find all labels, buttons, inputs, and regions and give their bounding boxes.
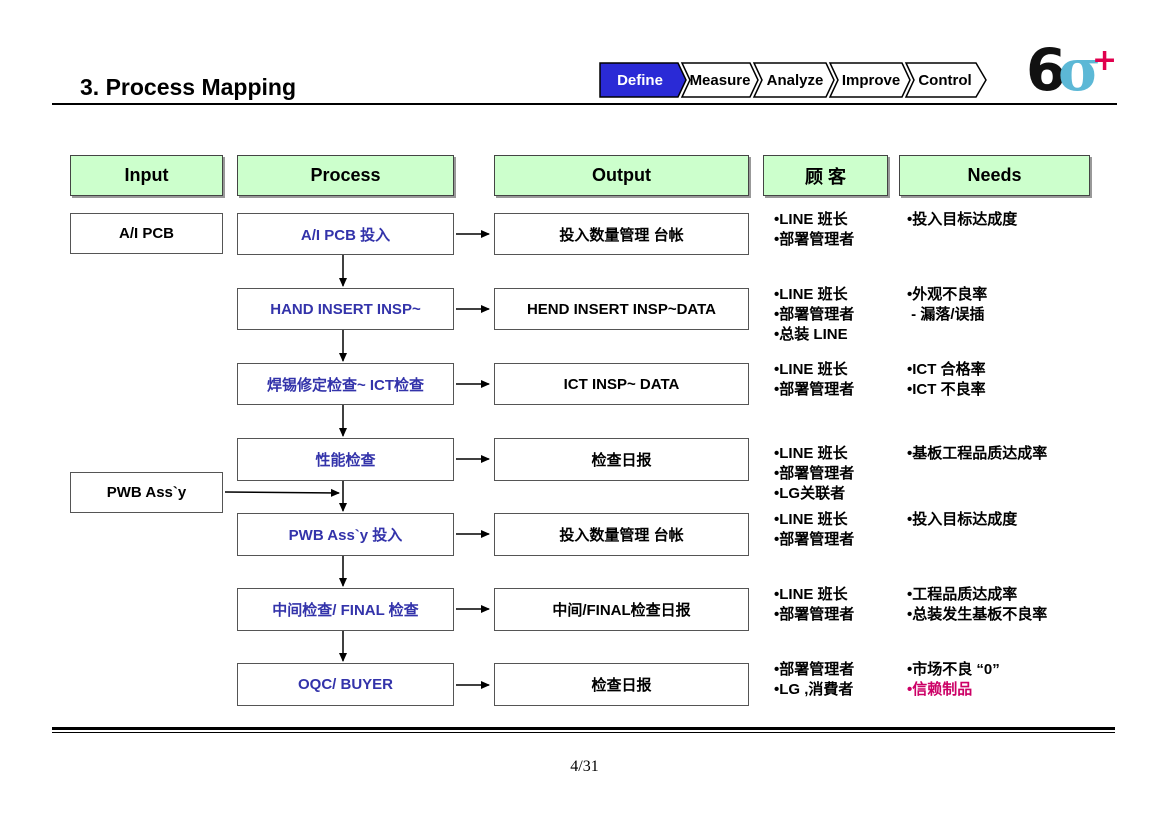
output-box-6: 中间/FINAL检查日报: [494, 588, 749, 631]
header-output: Output: [494, 155, 749, 196]
needs-list-3: •ICT 合格率 •ICT 不良率: [907, 360, 986, 400]
customer-item: •部署管理者: [774, 606, 855, 623]
phase-improve-chevron[interactable]: [828, 62, 911, 98]
needs-list-5: •投入目标达成度: [907, 510, 1017, 530]
needs-item: •市场不良 “0”: [907, 661, 1000, 678]
footer-divider-thin: [52, 732, 1115, 733]
process-box-2: HAND INSERT INSP~: [237, 288, 454, 330]
process-box-1: A/I PCB 投入: [237, 213, 454, 255]
output-box-2: HEND INSERT INSP~DATA: [494, 288, 749, 330]
customer-list-3: •LINE 班长 •部署管理者: [774, 360, 854, 400]
needs-item: - 漏落/误插: [907, 306, 985, 323]
input-box-ai-pcb: A/I PCB: [70, 213, 223, 254]
process-box-7: OQC/ BUYER: [237, 663, 454, 706]
phase-analyze-label: Analyze: [767, 72, 824, 89]
header-needs: Needs: [899, 155, 1090, 196]
customer-item: •LINE 班长: [774, 211, 848, 228]
footer-divider-thick: [52, 727, 1115, 730]
needs-item: •外观不良率: [907, 286, 988, 303]
customer-item: •部署管理者: [774, 661, 855, 678]
customer-item: •LINE 班长: [774, 286, 848, 303]
process-box-3: 焊锡修定检查~ ICT检查: [237, 363, 454, 405]
customer-list-6: •LINE 班长 •部署管理者: [774, 585, 854, 625]
dmaic-phase-nav: Define Measure Analyze Improve Control: [599, 62, 987, 98]
customer-item: •部署管理者: [774, 231, 855, 248]
output-box-3: ICT INSP~ DATA: [494, 363, 749, 405]
customer-list-4: •LINE 班长 •部署管理者 •LG关联者: [774, 444, 854, 504]
phase-define-chevron[interactable]: [599, 62, 687, 98]
output-box-5: 投入数量管理 台帐: [494, 513, 749, 556]
needs-item: •总装发生基板不良率: [907, 606, 1048, 623]
phase-control-label: Control: [918, 72, 971, 89]
needs-item: •投入目标达成度: [907, 211, 1018, 228]
six-sigma-logo-sigma: σ: [1058, 36, 1101, 104]
input-box-pwb-assy: PWB Ass`y: [70, 472, 223, 513]
customer-item: •部署管理者: [774, 306, 855, 323]
phase-control-chevron[interactable]: [904, 62, 987, 98]
customer-list-2: •LINE 班长 •部署管理者 •总装 LINE: [774, 285, 854, 345]
header-process: Process: [237, 155, 454, 196]
customer-item: •部署管理者: [774, 465, 855, 482]
page-number: 4/31: [570, 758, 599, 775]
needs-list-2: •外观不良率 - 漏落/误插: [907, 285, 987, 325]
six-sigma-logo-six: 6: [1026, 36, 1067, 104]
customer-item: •LINE 班长: [774, 586, 848, 603]
six-sigma-logo-plus: +: [1092, 43, 1118, 78]
needs-list-1: •投入目标达成度: [907, 210, 1017, 230]
customer-item: •LINE 班长: [774, 361, 848, 378]
phase-define-label: Define: [617, 72, 663, 89]
phase-measure-chevron[interactable]: [680, 62, 759, 98]
phase-measure-label: Measure: [690, 72, 751, 89]
customer-item: •部署管理者: [774, 381, 855, 398]
customer-item: •LINE 班长: [774, 511, 848, 528]
header-input: Input: [70, 155, 223, 196]
customer-item: •LINE 班长: [774, 445, 848, 462]
needs-list-7: •市场不良 “0” •信赖制品: [907, 660, 1000, 700]
output-box-4: 检查日报: [494, 438, 749, 481]
header-customer: 顾 客: [763, 155, 888, 196]
output-box-1: 投入数量管理 台帐: [494, 213, 749, 255]
needs-list-4: •基板工程品质达成率: [907, 444, 1047, 464]
needs-item-highlight: •信赖制品: [907, 681, 973, 698]
customer-list-7: •部署管理者 •LG ,消費者: [774, 660, 854, 700]
phase-analyze-chevron[interactable]: [752, 62, 835, 98]
process-box-6: 中间检查/ FINAL 检查: [237, 588, 454, 631]
title-divider: [52, 103, 1117, 105]
process-box-5: PWB Ass`y 投入: [237, 513, 454, 556]
needs-item: •ICT 不良率: [907, 381, 986, 398]
needs-item: •基板工程品质达成率: [907, 445, 1048, 462]
process-box-4: 性能检查: [237, 438, 454, 481]
needs-item: •工程品质达成率: [907, 586, 1018, 603]
output-box-7: 检查日报: [494, 663, 749, 706]
customer-item: •部署管理者: [774, 531, 855, 548]
needs-item: •投入目标达成度: [907, 511, 1018, 528]
arrow-input-pwb: [224, 488, 340, 497]
customer-list-5: •LINE 班长 •部署管理者: [774, 510, 854, 550]
page-title: 3. Process Mapping: [80, 74, 297, 100]
customer-item: •总装 LINE: [774, 326, 848, 343]
needs-item: •ICT 合格率: [907, 361, 986, 378]
phase-improve-label: Improve: [842, 72, 900, 89]
needs-list-6: •工程品质达成率 •总装发生基板不良率: [907, 585, 1047, 625]
customer-list-1: •LINE 班长 •部署管理者: [774, 210, 854, 250]
customer-item: •LG ,消費者: [774, 681, 854, 698]
customer-item: •LG关联者: [774, 485, 846, 502]
